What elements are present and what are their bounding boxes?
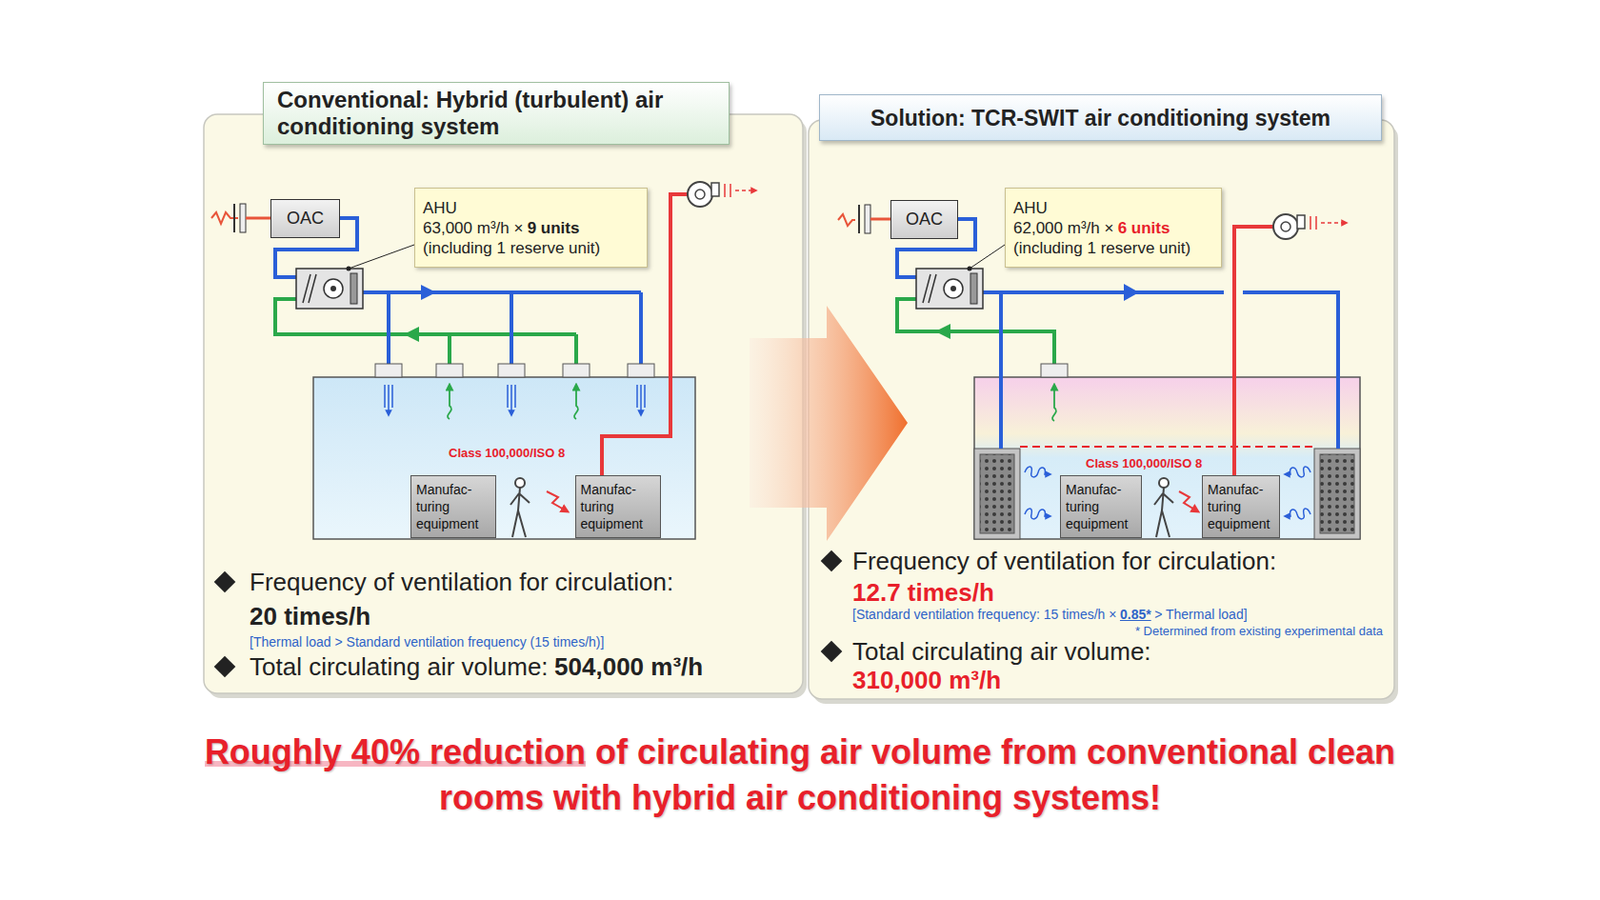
label-text: Total circulating air volume: — [852, 637, 1152, 666]
ahu-callout: AHU62,000 m³/h ×6 units(including 1 rese… — [1004, 187, 1222, 268]
label-text: 20 times/h — [249, 601, 371, 631]
label-text: AHU — [422, 199, 458, 218]
label-text: 62,000 m³/h × — [1013, 219, 1114, 238]
label-text: * Determined from existing experimental … — [1135, 623, 1383, 639]
label-text: Solution: TCR-SWIT air conditioning syst… — [870, 105, 1331, 131]
label-text: Class 100,000/ISO 8 — [1085, 456, 1202, 471]
label-text: (including 1 reserve unit) — [1013, 239, 1191, 258]
label-text: > Thermal load] — [1154, 606, 1247, 622]
text-row: Class 100,000/ISO 8 — [1085, 454, 1202, 472]
label-text: OAC — [286, 208, 324, 228]
panel-title: Solution: TCR-SWIT air conditioning syst… — [819, 94, 1382, 141]
text-row: 20 times/h — [249, 601, 371, 631]
text-row: Manufac- turing equipment — [580, 480, 656, 533]
oac-box: OAC — [270, 199, 340, 239]
text-row: Total circulating air volume: — [852, 637, 1152, 666]
label-text: 63,000 m³/h × — [422, 219, 523, 238]
text-row: [Standard ventilation frequency: 15 time… — [852, 605, 1248, 623]
equipment-box: Manufac- turing equipment — [1201, 475, 1280, 539]
text-row: 62,000 m³/h ×6 units — [1013, 218, 1170, 239]
text-row: AHU — [422, 198, 458, 219]
text-row: (including 1 reserve unit) — [1013, 238, 1191, 259]
text-row: Class 100,000/ISO 8 — [448, 443, 565, 461]
conventional-panel: Frequency of ventilation for circulation… — [203, 114, 803, 694]
text-row: Manufac- turing equipment — [416, 480, 491, 533]
text-row: OAC — [905, 209, 943, 230]
caption-text: Roughly 40% reduction of circulating air… — [201, 729, 1399, 821]
text-row: AHU — [1013, 198, 1048, 219]
text-row: (including 1 reserve unit) — [422, 238, 600, 259]
label-text: OAC — [905, 209, 943, 229]
text-row: 63,000 m³/h ×9 units — [422, 218, 580, 239]
label-text: Manufac- turing equipment — [1065, 481, 1128, 532]
text-row: Frequency of ventilation for circulation… — [852, 546, 1277, 576]
text-row: Conventional: Hybrid (turbulent) air con… — [277, 86, 716, 140]
label-text: 12.7 times/h — [852, 578, 995, 607]
clean-room: Class 100,000/ISO 8 Manufac- turing equip… — [313, 377, 696, 540]
label-text: Conventional: Hybrid (turbulent) air con… — [277, 86, 663, 140]
label-text: Manufac- turing equipment — [416, 481, 479, 532]
text-row: Frequency of ventilation for circulation… — [249, 567, 674, 597]
label-text: Manufac- turing equipment — [1207, 481, 1270, 532]
label-text: 6 units — [1118, 219, 1171, 238]
oac-box: OAC — [890, 200, 959, 240]
label-text: Frequency of ventilation for circulation… — [852, 546, 1277, 576]
label-text: Total circulating air volume: — [249, 652, 549, 681]
label-text: AHU — [1013, 199, 1048, 218]
label-text: 310,000 m³/h — [852, 665, 1001, 695]
text-row: [Thermal load > Standard ventilation fre… — [249, 633, 604, 651]
label-text: Frequency of ventilation for circulation… — [249, 567, 674, 597]
text-row: Solution: TCR-SWIT air conditioning syst… — [870, 104, 1331, 132]
label-text: Class 100,000/ISO 8 — [448, 445, 565, 460]
text-row: 12.7 times/h — [852, 578, 995, 607]
label-text: [Thermal load > Standard ventilation fre… — [249, 634, 604, 650]
label-text: [Standard ventilation frequency: 15 time… — [852, 606, 1117, 622]
text-row: Manufac- turing equipment — [1207, 480, 1275, 533]
label-text: (including 1 reserve unit) — [422, 239, 600, 258]
text-row: Manufac- turing equipment — [1065, 480, 1137, 533]
label-text: 504,000 m³/h — [554, 652, 703, 681]
clean-room: Class 100,000/ISO 8 Manufac- turing equip… — [974, 377, 1360, 540]
panel-title: Conventional: Hybrid (turbulent) air con… — [262, 81, 730, 145]
text-row: * Determined from existing experimental … — [1135, 621, 1383, 640]
label-text: 9 units — [527, 219, 580, 238]
solution-panel: Frequency of ventilation for circulation… — [808, 120, 1395, 700]
text-row: Total circulating air volume:504,000 m³/… — [249, 652, 703, 681]
equipment-box: Manufac- turing equipment — [575, 475, 661, 539]
text-row: 310,000 m³/h — [852, 665, 1001, 695]
equipment-box: Manufac- turing equipment — [1060, 475, 1142, 539]
label-text: 0.85* — [1120, 606, 1152, 622]
text-row: OAC — [286, 208, 324, 229]
equipment-box: Manufac- turing equipment — [410, 475, 497, 539]
ahu-callout: AHU63,000 m³/h ×9 units(including 1 rese… — [414, 187, 648, 268]
label-text: Manufac- turing equipment — [580, 481, 643, 532]
